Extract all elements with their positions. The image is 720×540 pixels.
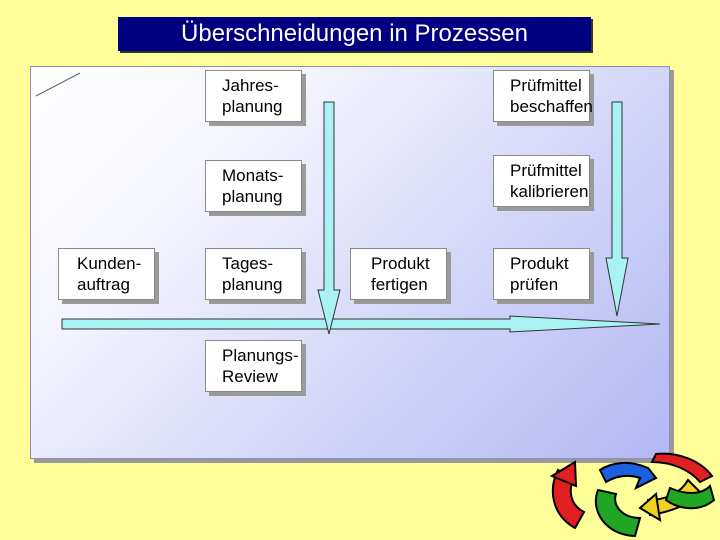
page-title: Überschneidungen in Prozessen — [118, 17, 591, 51]
box-monatsplanung: Monats- planung — [205, 160, 302, 212]
decor-line — [35, 72, 81, 97]
planning-arrow — [317, 101, 341, 335]
box-produkt-pruefen: Produkt prüfen — [493, 248, 590, 300]
time-arrow — [61, 315, 661, 333]
box-produkt-fertigen: Produkt fertigen — [350, 248, 447, 300]
box-pruefmittel-kalibrieren: Prüfmittel kalibrieren — [493, 155, 590, 207]
box-planungs-review: Planungs- Review — [205, 340, 302, 392]
box-jahresplanung: Jahres- planung — [205, 70, 302, 122]
test-equipment-arrow — [605, 101, 629, 317]
box-pruefmittel-beschaffen: Prüfmittel beschaffen — [493, 70, 593, 122]
box-kundenauftrag: Kunden- auftrag — [58, 248, 155, 300]
box-tagesplanung: Tages- planung — [205, 248, 302, 300]
